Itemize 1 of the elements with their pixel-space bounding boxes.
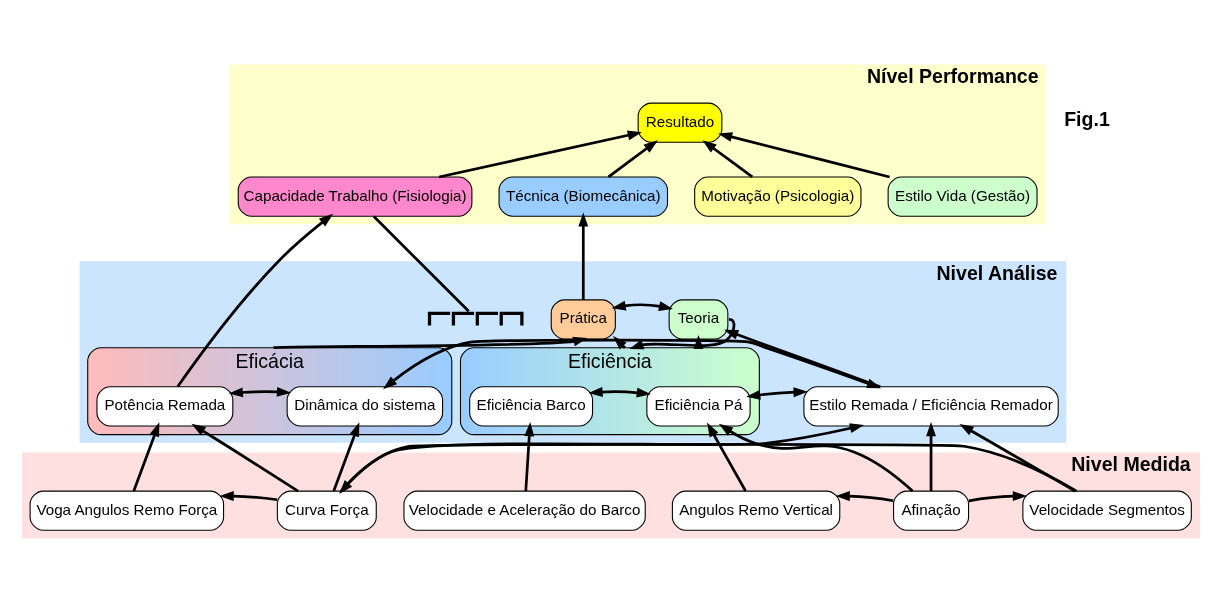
label: Fig.1 (1064, 108, 1110, 131)
